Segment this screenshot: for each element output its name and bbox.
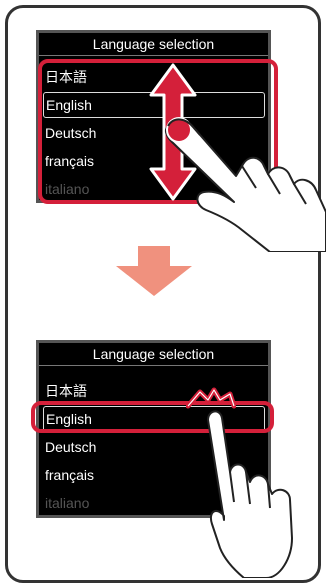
down-arrow-icon	[114, 246, 194, 298]
language-item-japanese[interactable]: 日本語	[45, 69, 87, 85]
screen-title: Language selection	[39, 343, 268, 366]
screen-title: Language selection	[39, 33, 268, 56]
language-item-italiano[interactable]: italiano	[45, 181, 90, 197]
language-item-italiano[interactable]: italiano	[45, 495, 90, 511]
language-item-deutsch[interactable]: Deutsch	[45, 125, 97, 141]
tap-indicator-icon	[186, 386, 236, 412]
selected-item-highlight	[31, 401, 274, 433]
language-item-japanese[interactable]: 日本語	[45, 383, 87, 399]
scroll-area-highlight	[38, 59, 278, 204]
hand-tap-icon	[200, 408, 300, 578]
hand-swipe-icon	[160, 112, 326, 252]
language-item-francais[interactable]: français	[45, 153, 95, 169]
language-item-francais[interactable]: français	[45, 467, 95, 483]
language-item-deutsch[interactable]: Deutsch	[45, 439, 97, 455]
